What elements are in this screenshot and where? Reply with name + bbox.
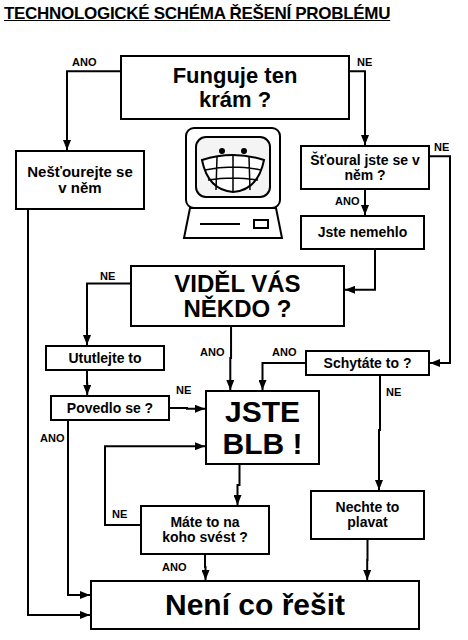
box-text: Šťoural jste se v něm ?	[308, 153, 422, 182]
box-text: Nešťourejte se v něm	[25, 164, 135, 196]
flow-arrow	[345, 250, 375, 290]
process-box: Jste nemehlo	[300, 215, 425, 250]
flow-arrow	[430, 156, 450, 363]
computer-base	[184, 208, 282, 238]
edge-label: ANO	[272, 346, 296, 358]
process-box: JSTE BLB !	[205, 390, 320, 465]
edge-label: NE	[357, 56, 372, 68]
edge-label: NE	[112, 508, 127, 520]
edge-label: NE	[100, 270, 115, 282]
flow-arrow	[87, 284, 130, 345]
flow-arrow	[366, 540, 368, 580]
decision-box: VIDĚL VÁS NĚKDO ?	[130, 265, 345, 327]
monitor-case	[186, 128, 280, 208]
box-text: Funguje ten krám ?	[147, 64, 323, 110]
edge-label: NE	[176, 384, 191, 396]
edge-label: ANO	[72, 56, 96, 68]
process-box: Není co řešit	[90, 580, 420, 630]
box-text: Povedlo se ?	[67, 401, 153, 416]
flow-arrow	[238, 465, 240, 505]
flow-arrow	[68, 421, 90, 595]
edge-label: NE	[434, 141, 449, 153]
flow-arrow	[170, 407, 205, 410]
decision-box: Povedlo se ?	[50, 395, 170, 421]
edge-label: NE	[386, 386, 401, 398]
process-box: Nešťourejte se v něm	[15, 150, 145, 210]
edge-label: ANO	[162, 561, 186, 573]
decision-box: Máte to na koho svést ?	[140, 505, 270, 555]
diagram-title: TECHNOLOGICKÉ SCHÉMA ŘEŠENÍ PROBLÉMU	[4, 4, 390, 24]
box-text: JSTE BLB !	[213, 396, 312, 459]
flow-arrow	[86, 371, 88, 395]
power-button	[254, 220, 268, 228]
box-text: VIDĚL VÁS NĚKDO ?	[140, 271, 335, 321]
disk-slot	[200, 223, 240, 225]
flow-arrow	[379, 376, 380, 490]
decision-box: Funguje ten krám ?	[120, 55, 350, 120]
monitor-eye	[220, 149, 224, 153]
flow-arrow	[67, 71, 120, 150]
edge-label: ANO	[335, 195, 359, 207]
edge-label: ANO	[200, 346, 224, 358]
decision-box: Šťoural jste se v něm ?	[300, 145, 430, 190]
box-text: Jste nemehlo	[318, 225, 407, 240]
monitor-eye	[242, 149, 246, 153]
monitor-grin	[202, 155, 264, 192]
box-text: Není co řešit	[165, 589, 345, 621]
flow-arrow	[263, 363, 306, 390]
monitor-screen	[196, 137, 270, 197]
flow-arrow	[364, 190, 366, 215]
monitor-teeth	[205, 155, 261, 192]
decision-box: Schytáte to ?	[305, 350, 430, 376]
flow-arrow	[229, 327, 232, 390]
box-text: Ututlejte to	[68, 351, 141, 366]
flow-arrow	[350, 71, 365, 145]
box-text: Schytáte to ?	[324, 356, 412, 371]
edge-label: ANO	[40, 432, 64, 444]
process-box: Ututlejte to	[45, 345, 165, 371]
computer-illustration	[184, 128, 282, 238]
process-box: Nechte to plavat	[310, 490, 425, 540]
box-text: Nechte to plavat	[324, 500, 411, 529]
flow-arrow	[204, 555, 207, 580]
box-text: Máte to na koho svést ?	[152, 515, 258, 544]
